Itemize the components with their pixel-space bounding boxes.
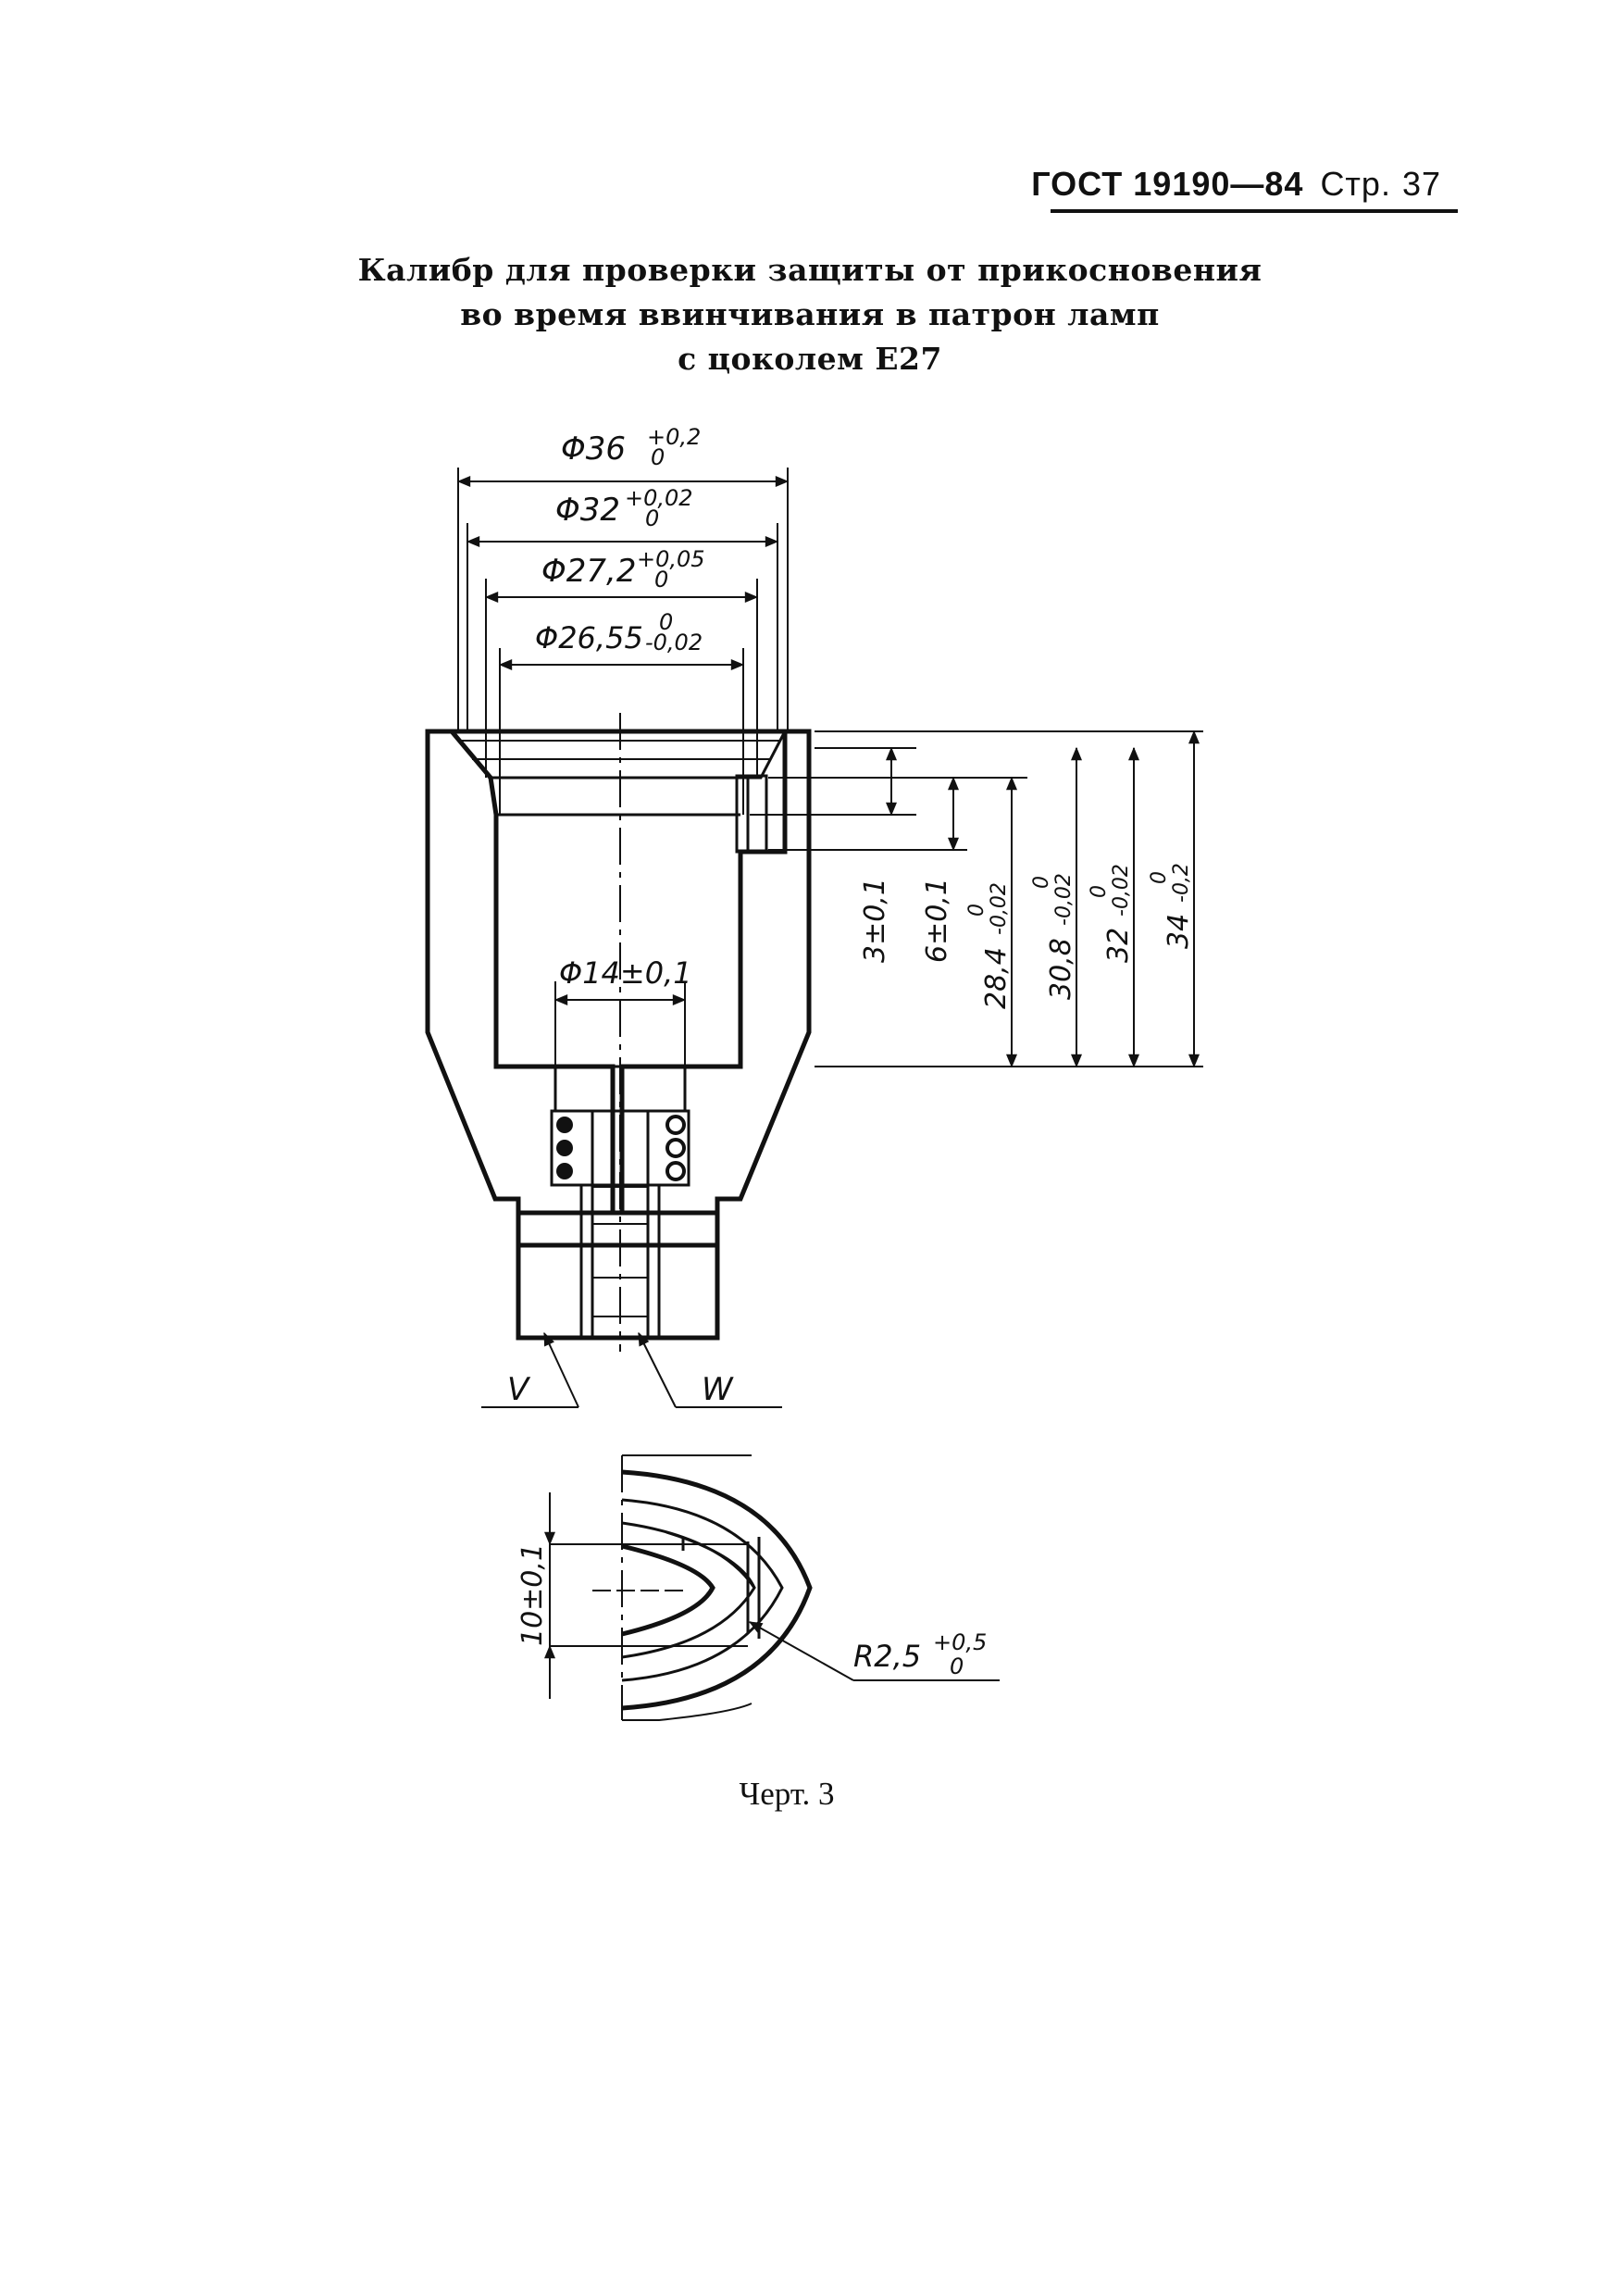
dim-h32-lower: -0,02 xyxy=(1110,864,1133,917)
dim-h34-lower: -0,2 xyxy=(1170,863,1193,903)
page-number: 37 xyxy=(1401,165,1441,203)
dim-h34-base: 34 xyxy=(1163,914,1195,949)
page-header: ГОСТ 19190—84 Стр. 37 xyxy=(926,165,1441,204)
detail-end-view: 10±0,1 R2,5 +0,5 0 xyxy=(516,1454,1000,1721)
dim-r25-lower: 0 xyxy=(950,1653,964,1679)
label-v: V xyxy=(507,1371,531,1408)
dim-d32-base: Φ32 xyxy=(555,492,620,529)
dim-r25-upper: +0,5 xyxy=(933,1629,987,1655)
dim-h28-lower: -0,02 xyxy=(988,882,1011,935)
spring-coils xyxy=(556,1115,686,1181)
gauge-body-section xyxy=(425,713,812,1352)
title-line-1: Калибр для проверки защиты от прикоснове… xyxy=(357,252,1263,288)
dim-h34-upper: 0 xyxy=(1148,871,1171,884)
dim-h28-base: 28,4 xyxy=(980,947,1013,1009)
dim-h6: 6±0,1 xyxy=(921,878,953,963)
dim-d27-upper: +0,05 xyxy=(637,546,705,572)
diameter-dimensions: Φ36 +0,2 0 Φ32 +0,02 0 Φ27,2 +0,05 0 Φ26… xyxy=(456,424,790,1067)
dim-h30-lower: -0,02 xyxy=(1052,873,1076,926)
dim-d26-upper: 0 xyxy=(659,609,673,635)
dim-d27-base: Φ27,2 xyxy=(541,553,636,590)
dim-d26-lower: -0,02 xyxy=(645,630,703,655)
dim-d32-lower: 0 xyxy=(645,505,659,531)
standard-number: ГОСТ 19190—84 xyxy=(1031,165,1304,203)
dim-h10: 10±0,1 xyxy=(516,1543,549,1646)
dim-h32-base: 32 xyxy=(1102,928,1135,963)
dim-h32-upper: 0 xyxy=(1088,885,1111,898)
page-label: Стр. xyxy=(1320,165,1391,203)
dim-d26-base: Φ26,55 xyxy=(535,620,643,655)
dim-d14: Φ14±0,1 xyxy=(559,955,692,991)
dim-d36-base: Φ36 xyxy=(561,430,626,468)
dim-h28-upper: 0 xyxy=(965,904,989,917)
dim-d36-lower: 0 xyxy=(651,444,665,470)
label-w: W xyxy=(702,1371,734,1408)
surface-leaders: V W xyxy=(481,1331,782,1408)
title-line-3: с цоколем Е27 xyxy=(678,341,942,377)
header-rule xyxy=(1051,209,1458,213)
dim-h30-upper: 0 xyxy=(1030,876,1053,889)
dim-r25-base: R2,5 xyxy=(853,1639,921,1674)
dim-d32-upper: +0,02 xyxy=(625,485,693,511)
title-line-2: во время ввинчивания в патрон ламп xyxy=(460,296,1160,332)
drawing-title: Калибр для проверки защиты от прикоснове… xyxy=(278,248,1342,381)
dim-h30-base: 30,8 xyxy=(1045,938,1077,1000)
dim-d36-upper: +0,2 xyxy=(647,424,701,450)
dim-d27-lower: 0 xyxy=(654,567,668,593)
height-dimensions: 3±0,1 6±0,1 28,4 0 -0,02 30,8 0 -0,02 32… xyxy=(750,730,1203,1068)
figure-caption: Черт. 3 xyxy=(739,1776,835,1812)
dim-h3: 3±0,1 xyxy=(859,878,891,963)
